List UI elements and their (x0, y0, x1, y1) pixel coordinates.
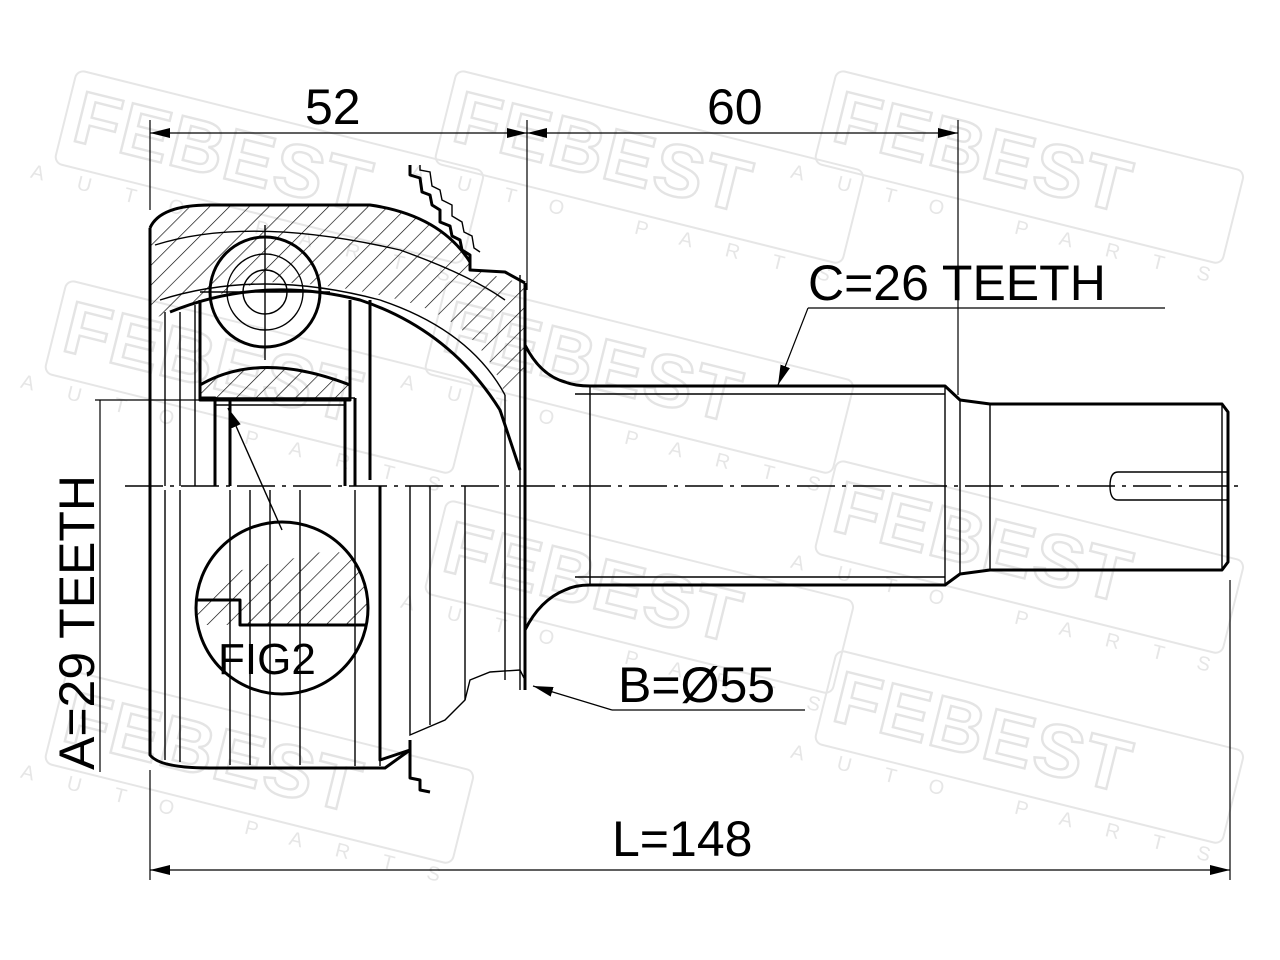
dim-60-label: 60 (707, 79, 763, 135)
dim-c-label: C=26 TEETH (808, 255, 1106, 311)
dim-a-label: A=29 TEETH (49, 475, 105, 770)
watermark-layer: FEBEST AUTO PARTS FEBEST AUTO PARTS FEBE… (19, 70, 1246, 895)
stub-shaft (523, 344, 1230, 631)
dim-b-leader (532, 685, 613, 711)
dimension-annotations: 52 60 C=26 TEETH A=29 TEETH B=Ø55 L=148 (49, 79, 1230, 875)
outer-housing (148, 165, 527, 794)
fig2-label: FIG2 (218, 635, 316, 684)
watermark: FEBEST AUTO PARTS (789, 650, 1246, 875)
fig2-detail: FIG2 (194, 407, 370, 696)
fig2-leader (227, 407, 283, 531)
dim-52-label: 52 (305, 79, 361, 135)
dim-l-label: L=148 (612, 811, 752, 867)
ball-and-cage (198, 225, 372, 486)
dim-b-label: B=Ø55 (618, 657, 775, 713)
dim-c-leader (777, 307, 809, 386)
